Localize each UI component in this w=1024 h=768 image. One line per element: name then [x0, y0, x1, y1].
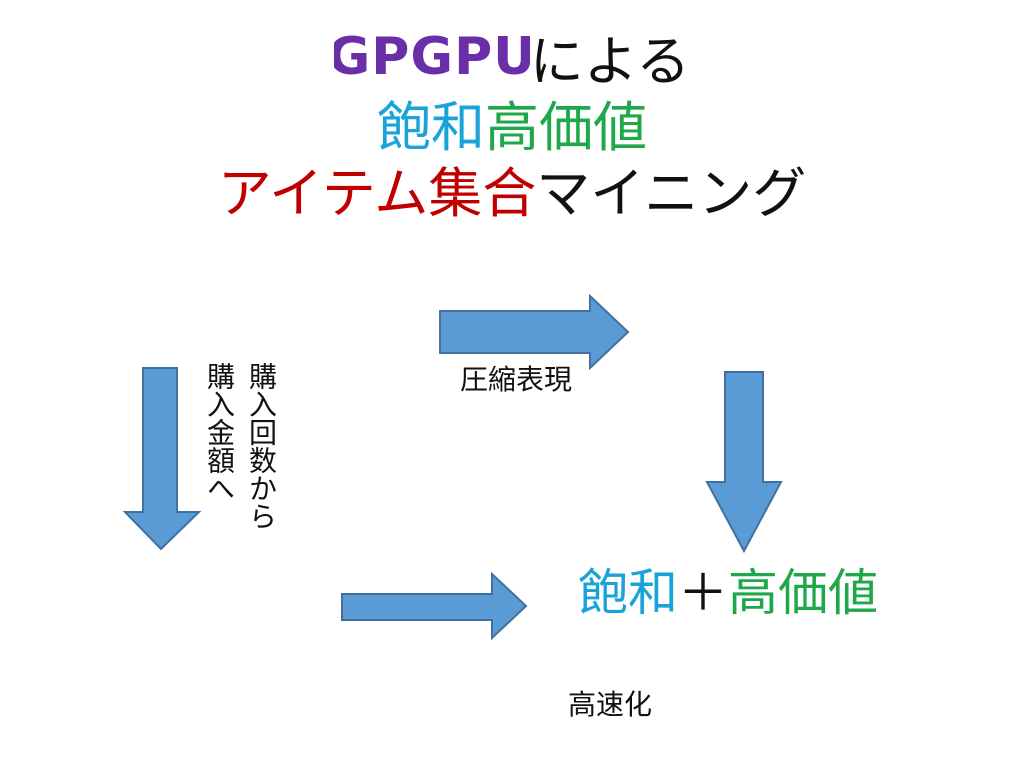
- title-line-3: アイテム集合マイニング: [0, 161, 1024, 227]
- arrow-down-right: [705, 371, 783, 554]
- title-saturated: 飽和: [377, 96, 485, 159]
- result-text: 飽和＋高価値: [578, 556, 878, 630]
- arrow-down-left: [122, 367, 202, 551]
- result-plus: ＋: [678, 564, 728, 622]
- title-itemset: アイテム集合: [217, 162, 537, 225]
- title-mining: マイニング: [536, 162, 807, 225]
- result-saturated: 飽和: [578, 564, 678, 622]
- title-line1-suffix: による: [529, 30, 691, 93]
- arrow-right-bottom: [341, 572, 528, 640]
- result-high-value: 高価値: [728, 564, 878, 622]
- gpgpu-logo: GPGPU: [334, 28, 530, 84]
- label-purchase-count: 購入回数から: [245, 362, 278, 530]
- gpgpu-logo-text: GPGPU: [334, 28, 530, 84]
- label-speedup: 高速化: [568, 688, 653, 721]
- label-compress: 圧縮表現: [460, 363, 573, 396]
- title-high-value: 高価値: [485, 96, 647, 159]
- title-line-2: 飽和高価値: [0, 95, 1024, 161]
- label-purchase-amount: 購入金額へ: [203, 362, 236, 502]
- title-line-1: GPGPU による: [0, 28, 1024, 95]
- slide-title: GPGPU による 飽和高価値 アイテム集合マイニング: [0, 28, 1024, 227]
- arrow-right-top: [439, 294, 630, 370]
